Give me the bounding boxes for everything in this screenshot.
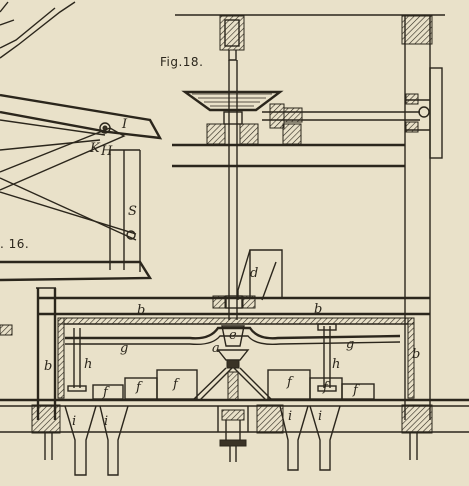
partial-figure-caption: . 16. xyxy=(0,237,29,251)
left-fragment-figure xyxy=(0,1,163,336)
label-f-5: f xyxy=(322,380,330,395)
label-d: d xyxy=(250,266,258,281)
label-g-left: g xyxy=(120,341,128,356)
label-i-3: i xyxy=(288,409,292,424)
label-S: S xyxy=(128,204,137,219)
label-i-1: i xyxy=(72,414,76,429)
label-i-2: i xyxy=(104,414,108,429)
label-f-4: f xyxy=(286,375,294,390)
label-f-3: f xyxy=(172,377,180,392)
label-i-4: i xyxy=(318,409,322,424)
label-I: I xyxy=(121,117,128,132)
label-b-top-left: b xyxy=(137,303,145,318)
label-h-right: h xyxy=(332,357,340,372)
label-h-left: h xyxy=(84,357,92,372)
label-b-top-right: b xyxy=(314,302,322,317)
label-f-6: f xyxy=(352,383,360,398)
figure-title: Fig.18. xyxy=(160,55,203,69)
label-a: a xyxy=(212,341,220,356)
label-f-2: f xyxy=(135,380,143,395)
label-K: K xyxy=(89,141,101,156)
label-H: H xyxy=(100,144,113,159)
label-e: e xyxy=(229,328,237,343)
label-b-right: b xyxy=(412,347,420,362)
label-f-1: f xyxy=(102,385,110,400)
fig18-machine xyxy=(0,14,469,476)
label-g-right: g xyxy=(346,337,354,352)
label-b-left: b xyxy=(44,359,52,374)
